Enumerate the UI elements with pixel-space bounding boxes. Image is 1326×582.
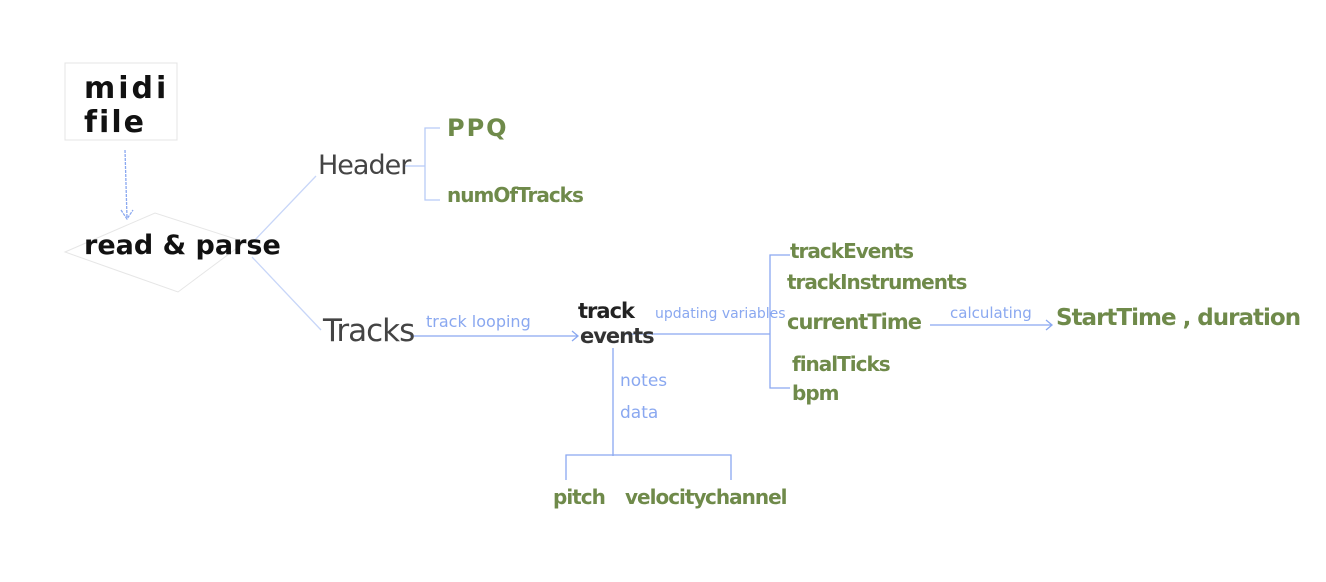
- label-track-looping: track looping: [426, 312, 531, 331]
- header-bracket: [405, 127, 440, 201]
- track-events-label-line1: track: [578, 299, 635, 323]
- arrow-calculating: [930, 319, 1054, 331]
- midi-file-box: [64, 62, 178, 141]
- arrow-file-to-parse: [120, 149, 134, 221]
- var-track-events: trackEvents: [790, 239, 914, 263]
- track-events-label-line2: events: [580, 324, 655, 348]
- header-node: Header: [318, 150, 411, 181]
- var-final-ticks: finalTicks: [792, 352, 891, 376]
- note-field-pitch: pitch: [553, 485, 606, 509]
- var-bpm: bpm: [792, 381, 839, 405]
- label-notes: notes: [620, 371, 668, 391]
- note-field-channel: channel: [705, 485, 787, 509]
- field-num-of-tracks: numOfTracks: [447, 183, 584, 207]
- midi-file-label-line2: file: [84, 105, 146, 140]
- var-current-time: currentTime: [787, 310, 922, 334]
- label-updating-variables: updating variables: [655, 306, 786, 322]
- result-starttime-duration: StartTime , duration: [1056, 305, 1301, 331]
- notes-bracket: [565, 454, 732, 480]
- edge-parse-tracks: [251, 256, 322, 331]
- field-ppq: PPQ: [447, 114, 509, 142]
- variables-bracket: [769, 254, 790, 389]
- midi-file-label-line1: midi: [84, 71, 170, 106]
- label-calculating: calculating: [950, 304, 1032, 322]
- note-field-velocity: velocity: [625, 485, 707, 509]
- arrow-tracks-events: [410, 330, 580, 342]
- edge-parse-header: [251, 175, 317, 244]
- read-parse-label: read & parse: [84, 230, 281, 261]
- var-track-instruments: trackInstruments: [787, 270, 967, 294]
- label-data: data: [620, 403, 659, 423]
- read-parse-diamond: [63, 212, 247, 293]
- tracks-node: Tracks: [323, 313, 415, 349]
